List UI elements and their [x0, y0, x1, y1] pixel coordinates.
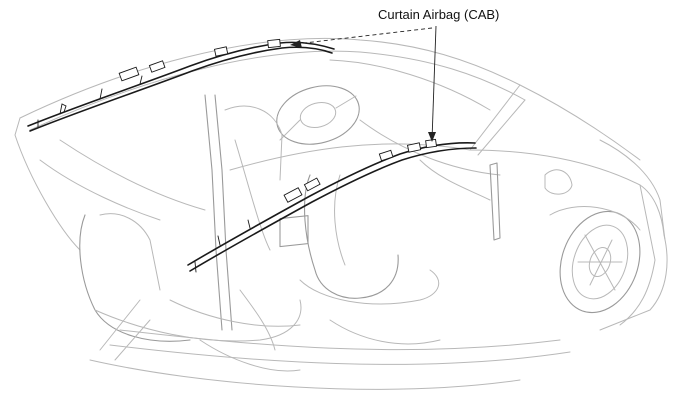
- vehicle-body-outline: [14, 37, 668, 390]
- front-wheel: [549, 206, 641, 314]
- rear-seat: [79, 213, 441, 372]
- dashboard-steering: [276, 59, 573, 248]
- curtain-airbag-near-side: [187, 138, 477, 273]
- front-seat: [224, 105, 440, 305]
- callout-leaders: [290, 25, 437, 142]
- curtain-airbag-label: Curtain Airbag (CAB): [378, 7, 500, 22]
